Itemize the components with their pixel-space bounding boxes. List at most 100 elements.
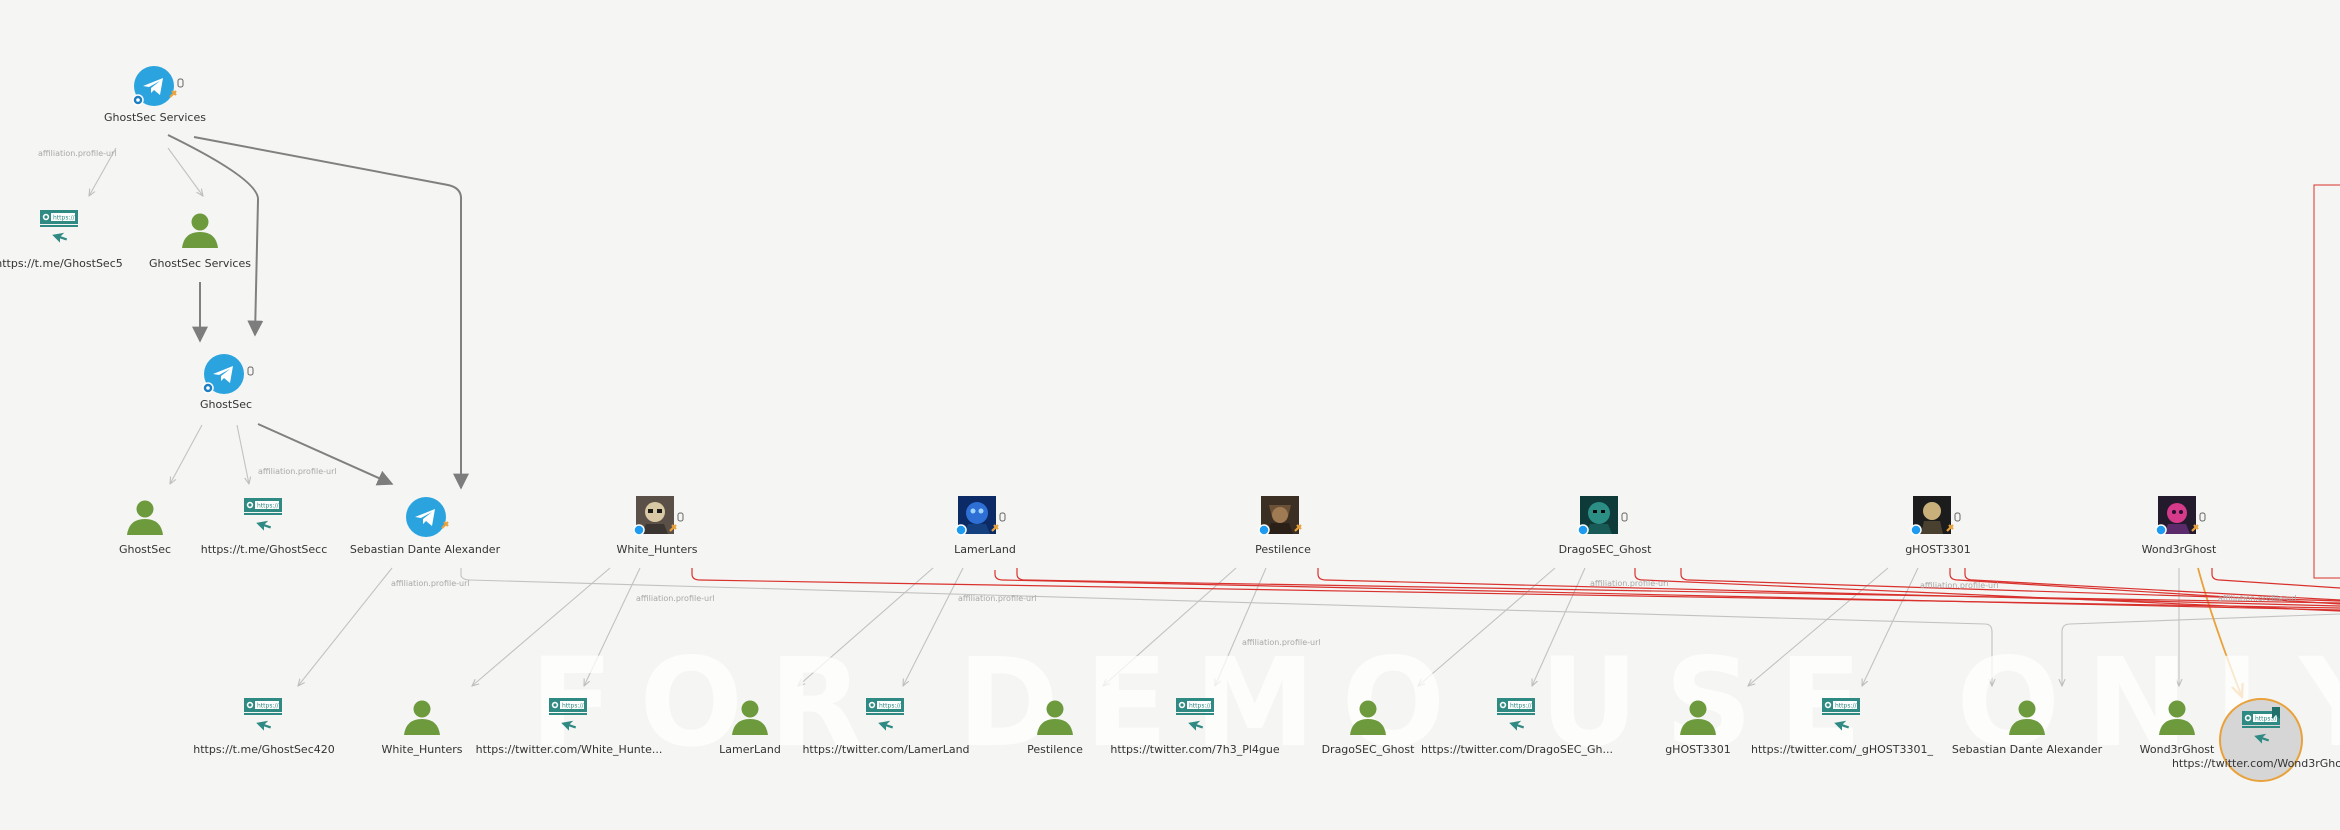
url-badge-text: https:// bbox=[257, 503, 279, 510]
edge-label: affiliation.profile-url bbox=[958, 594, 1037, 603]
node-label: https://twitter.com/DragoSEC_Gh... bbox=[1421, 743, 1613, 756]
node-label: gHOST3301 bbox=[1905, 543, 1971, 556]
node-white-hunters-twitter[interactable] bbox=[630, 495, 686, 537]
edge-label: affiliation.profile-url bbox=[1242, 638, 1321, 647]
node-pestilence-twitter[interactable] bbox=[1255, 495, 1311, 537]
node-url-lamerland[interactable]: https:// bbox=[866, 697, 906, 737]
node-wond3rghost-twitter[interactable] bbox=[2152, 495, 2208, 537]
node-label: White_Hunters bbox=[616, 543, 698, 556]
node-person-sebastian[interactable] bbox=[2007, 697, 2047, 737]
twitter-avatar-icon bbox=[2155, 496, 2206, 536]
node-url-ghostsec420[interactable]: https:// bbox=[244, 697, 284, 737]
edge[interactable] bbox=[1103, 567, 1237, 686]
edge[interactable] bbox=[798, 567, 934, 686]
node-person-dragosec[interactable] bbox=[1348, 697, 1388, 737]
url-icon: https:// bbox=[1497, 698, 1535, 731]
url-badge-text: https:// bbox=[53, 215, 75, 222]
node-person-ghostsec[interactable] bbox=[125, 497, 165, 537]
edge[interactable] bbox=[298, 567, 393, 686]
edge-label: affiliation.profile-url bbox=[391, 579, 470, 588]
node-label: https://twitter.com/LamerLand bbox=[802, 743, 970, 756]
url-badge-text: https:// bbox=[879, 703, 901, 710]
light-edges bbox=[89, 147, 2340, 686]
node-label: https://twitter.com/Wond3rGhost bbox=[2171, 757, 2340, 770]
node-label: https://twitter.com/White_Hunte... bbox=[475, 743, 663, 756]
edge-label: affiliation.profile-url bbox=[1590, 579, 1669, 588]
twitter-avatar-icon bbox=[1910, 496, 1961, 536]
node-sebastian-telegram[interactable] bbox=[404, 495, 460, 543]
url-icon: https:// bbox=[1822, 698, 1860, 731]
twitter-avatar-icon bbox=[955, 496, 1006, 536]
edge[interactable] bbox=[89, 147, 117, 196]
edge[interactable] bbox=[584, 567, 641, 686]
node-label: GhostSec bbox=[199, 398, 253, 411]
node-person-wond3rghost[interactable] bbox=[2157, 697, 2197, 737]
node-person-lamerland[interactable] bbox=[730, 697, 770, 737]
url-icon: https:// bbox=[40, 210, 78, 243]
edge[interactable] bbox=[1418, 567, 1556, 686]
node-label: GhostSec bbox=[118, 543, 172, 556]
node-url-7h3[interactable]: https:// bbox=[1176, 697, 1216, 737]
person-icon bbox=[2009, 700, 2045, 735]
edge-services-to-sebastian[interactable] bbox=[193, 136, 469, 490]
node-person-ghost3301[interactable] bbox=[1678, 697, 1718, 737]
person-icon bbox=[1037, 700, 1073, 735]
edge-ghostsec-to-sebastian[interactable] bbox=[257, 423, 394, 486]
node-person-white-hunters[interactable] bbox=[402, 697, 442, 737]
edge-sebastian-to-person[interactable] bbox=[460, 568, 1992, 686]
node-ghost3301-twitter[interactable] bbox=[1907, 495, 1963, 537]
node-url-ghost3301[interactable]: https:// bbox=[1822, 697, 1862, 737]
url-badge-text: https:// bbox=[1510, 703, 1532, 710]
url-icon: https:// bbox=[866, 698, 904, 731]
node-dragosec-twitter[interactable] bbox=[1574, 495, 1630, 537]
person-icon bbox=[1680, 700, 1716, 735]
node-person-pestilence[interactable] bbox=[1035, 697, 1075, 737]
edge[interactable] bbox=[1215, 567, 1267, 686]
url-badge-text: https:// bbox=[562, 703, 584, 710]
telegram-icon bbox=[202, 354, 254, 394]
node-label: https://t.me/GhostSecc bbox=[200, 543, 328, 556]
url-icon: https:// bbox=[244, 498, 282, 531]
node-url-ghostsec5[interactable]: https:// bbox=[40, 209, 80, 249]
node-url-dragosec[interactable]: https:// bbox=[1497, 697, 1537, 737]
edge[interactable] bbox=[472, 567, 611, 686]
node-label: LamerLand bbox=[954, 543, 1016, 556]
telegram-icon bbox=[406, 497, 449, 537]
edge[interactable] bbox=[1532, 567, 1586, 686]
node-label: https://t.me/GhostSec420 bbox=[193, 743, 335, 756]
edge[interactable] bbox=[903, 567, 964, 686]
node-ghostsec-services-telegram[interactable] bbox=[132, 64, 188, 112]
edge-to-sebastian-person[interactable] bbox=[2062, 613, 2340, 686]
node-person-ghostsec-services[interactable] bbox=[180, 210, 220, 250]
edge[interactable] bbox=[1748, 567, 1889, 686]
node-label: GhostSec Services bbox=[149, 257, 251, 270]
node-label: White_Hunters bbox=[381, 743, 463, 756]
edge-labels: affiliation.profile-url affiliation.prof… bbox=[38, 149, 2297, 647]
person-icon bbox=[732, 700, 768, 735]
edge[interactable] bbox=[236, 424, 249, 484]
node-label: Wond3rGhost bbox=[2141, 543, 2217, 556]
url-icon: https:// bbox=[1176, 698, 1214, 731]
node-label: DragoSEC_Ghost bbox=[1558, 543, 1652, 556]
twitter-avatar-icon bbox=[633, 496, 684, 536]
edge[interactable] bbox=[167, 147, 203, 196]
node-label: https://twitter.com/_gHOST3301_ bbox=[1750, 743, 1934, 756]
twitter-avatar-icon bbox=[1577, 496, 1628, 536]
node-ghostsec-telegram[interactable] bbox=[202, 352, 258, 400]
telegram-icon bbox=[132, 66, 184, 106]
url-badge-text: https:// bbox=[1189, 703, 1211, 710]
node-url-white-hunters[interactable]: https:// bbox=[549, 697, 589, 737]
node-lamerland-twitter[interactable] bbox=[952, 495, 1008, 537]
node-label: https://t.me/GhostSec5 bbox=[0, 257, 123, 270]
person-icon bbox=[2159, 700, 2195, 735]
dark-edges bbox=[167, 134, 469, 490]
node-label: GhostSec Services bbox=[104, 111, 206, 124]
url-icon: https:// bbox=[549, 698, 587, 731]
edge-services-to-ghostsec[interactable] bbox=[167, 134, 264, 337]
node-url-ghostsecc[interactable]: https:// bbox=[244, 497, 284, 537]
selected-edge[interactable] bbox=[2197, 567, 2242, 697]
edge[interactable] bbox=[170, 424, 203, 484]
node-url-wond3rghost-selected[interactable]: https:// bbox=[2218, 697, 2304, 783]
red-edges bbox=[691, 568, 2340, 612]
